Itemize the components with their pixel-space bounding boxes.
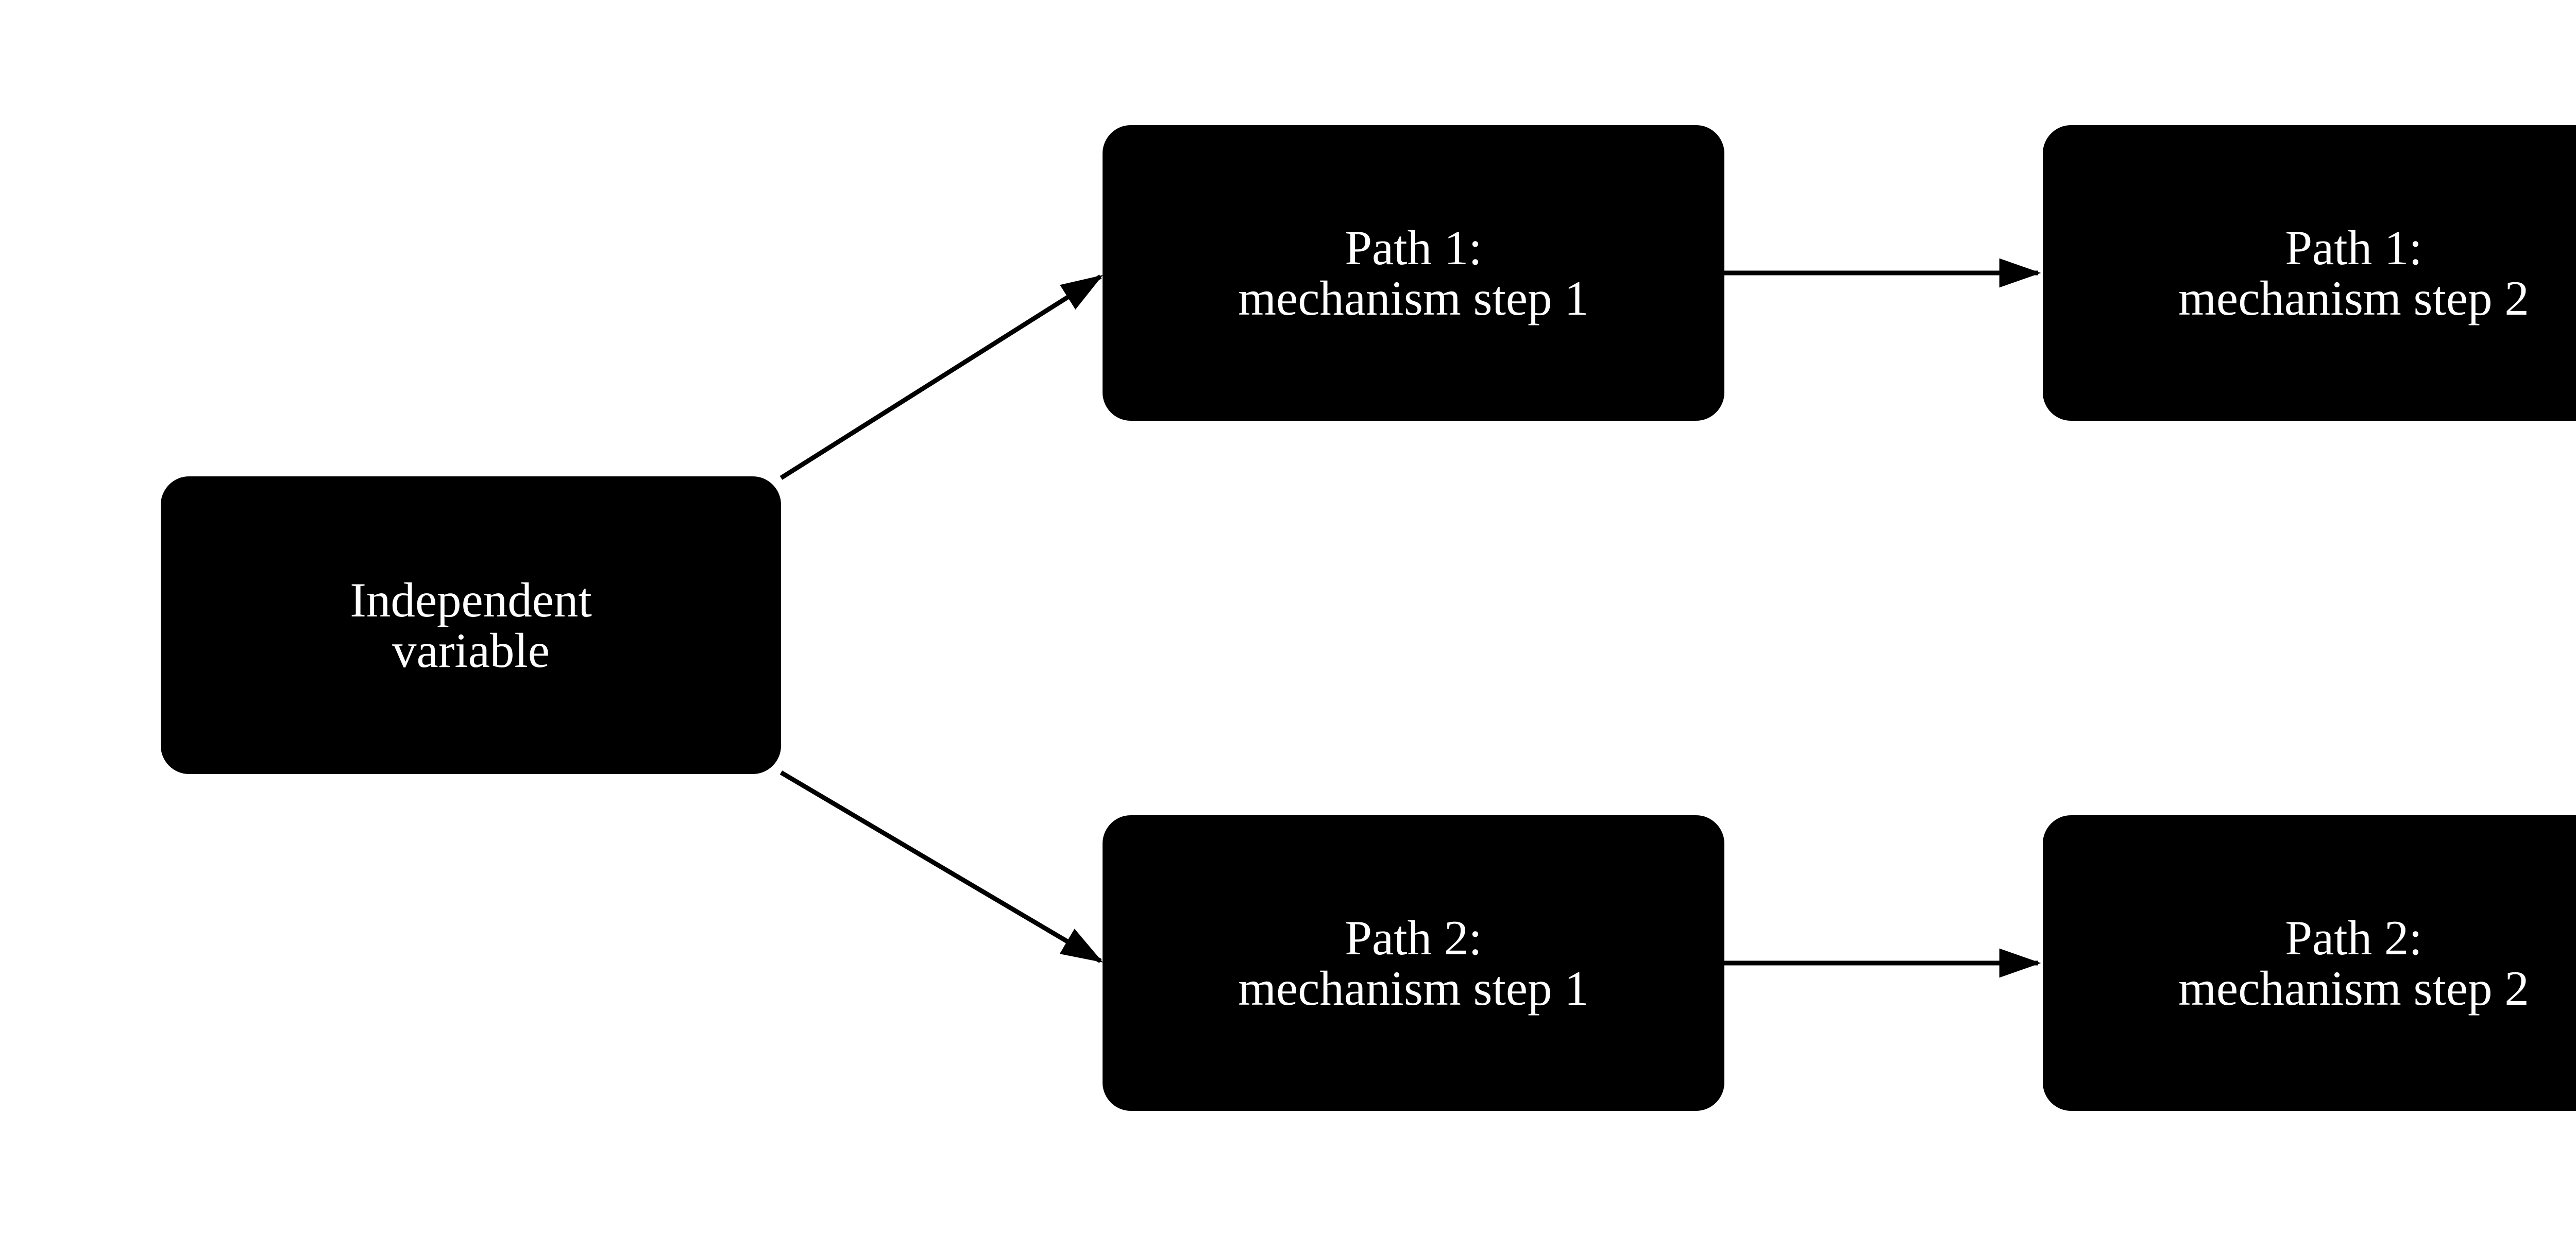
node-label-line: mechanism step 1 — [1238, 271, 1589, 325]
node-label-line: Path 1: — [1345, 220, 1482, 275]
node-label-line: mechanism step 1 — [1238, 961, 1589, 1016]
node-label-line: Path 1: — [2285, 220, 2422, 275]
node-path1-mechanism-step2: Path 1: mechanism step 2 — [2043, 125, 2576, 421]
edge-independent-to-path2-step1 — [779, 770, 1103, 963]
node-label-line: mechanism step 2 — [2178, 271, 2529, 325]
node-independent-variable-label: Independent variable — [350, 575, 592, 676]
node-path1-mechanism-step1-label: Path 1: mechanism step 1 — [1238, 222, 1589, 323]
node-path2-mechanism-step2: Path 2: mechanism step 2 — [2043, 815, 2576, 1111]
node-path2-mechanism-step2-label: Path 2: mechanism step 2 — [2178, 913, 2529, 1014]
node-label-line: Independent — [350, 573, 592, 627]
node-path2-mechanism-step1: Path 2: mechanism step 1 — [1103, 815, 1724, 1111]
node-path2-mechanism-step1-label: Path 2: mechanism step 1 — [1238, 913, 1589, 1014]
node-label-line: Path 2: — [1345, 911, 1482, 965]
node-path1-mechanism-step2-label: Path 1: mechanism step 2 — [2178, 222, 2529, 323]
node-independent-variable: Independent variable — [161, 476, 781, 774]
edge-independent-to-path1-step1 — [779, 274, 1103, 480]
node-label-line: mechanism step 2 — [2178, 961, 2529, 1016]
node-label-line: Path 2: — [2285, 911, 2422, 965]
node-path1-mechanism-step1: Path 1: mechanism step 1 — [1103, 125, 1724, 421]
node-label-line: variable — [392, 623, 550, 678]
